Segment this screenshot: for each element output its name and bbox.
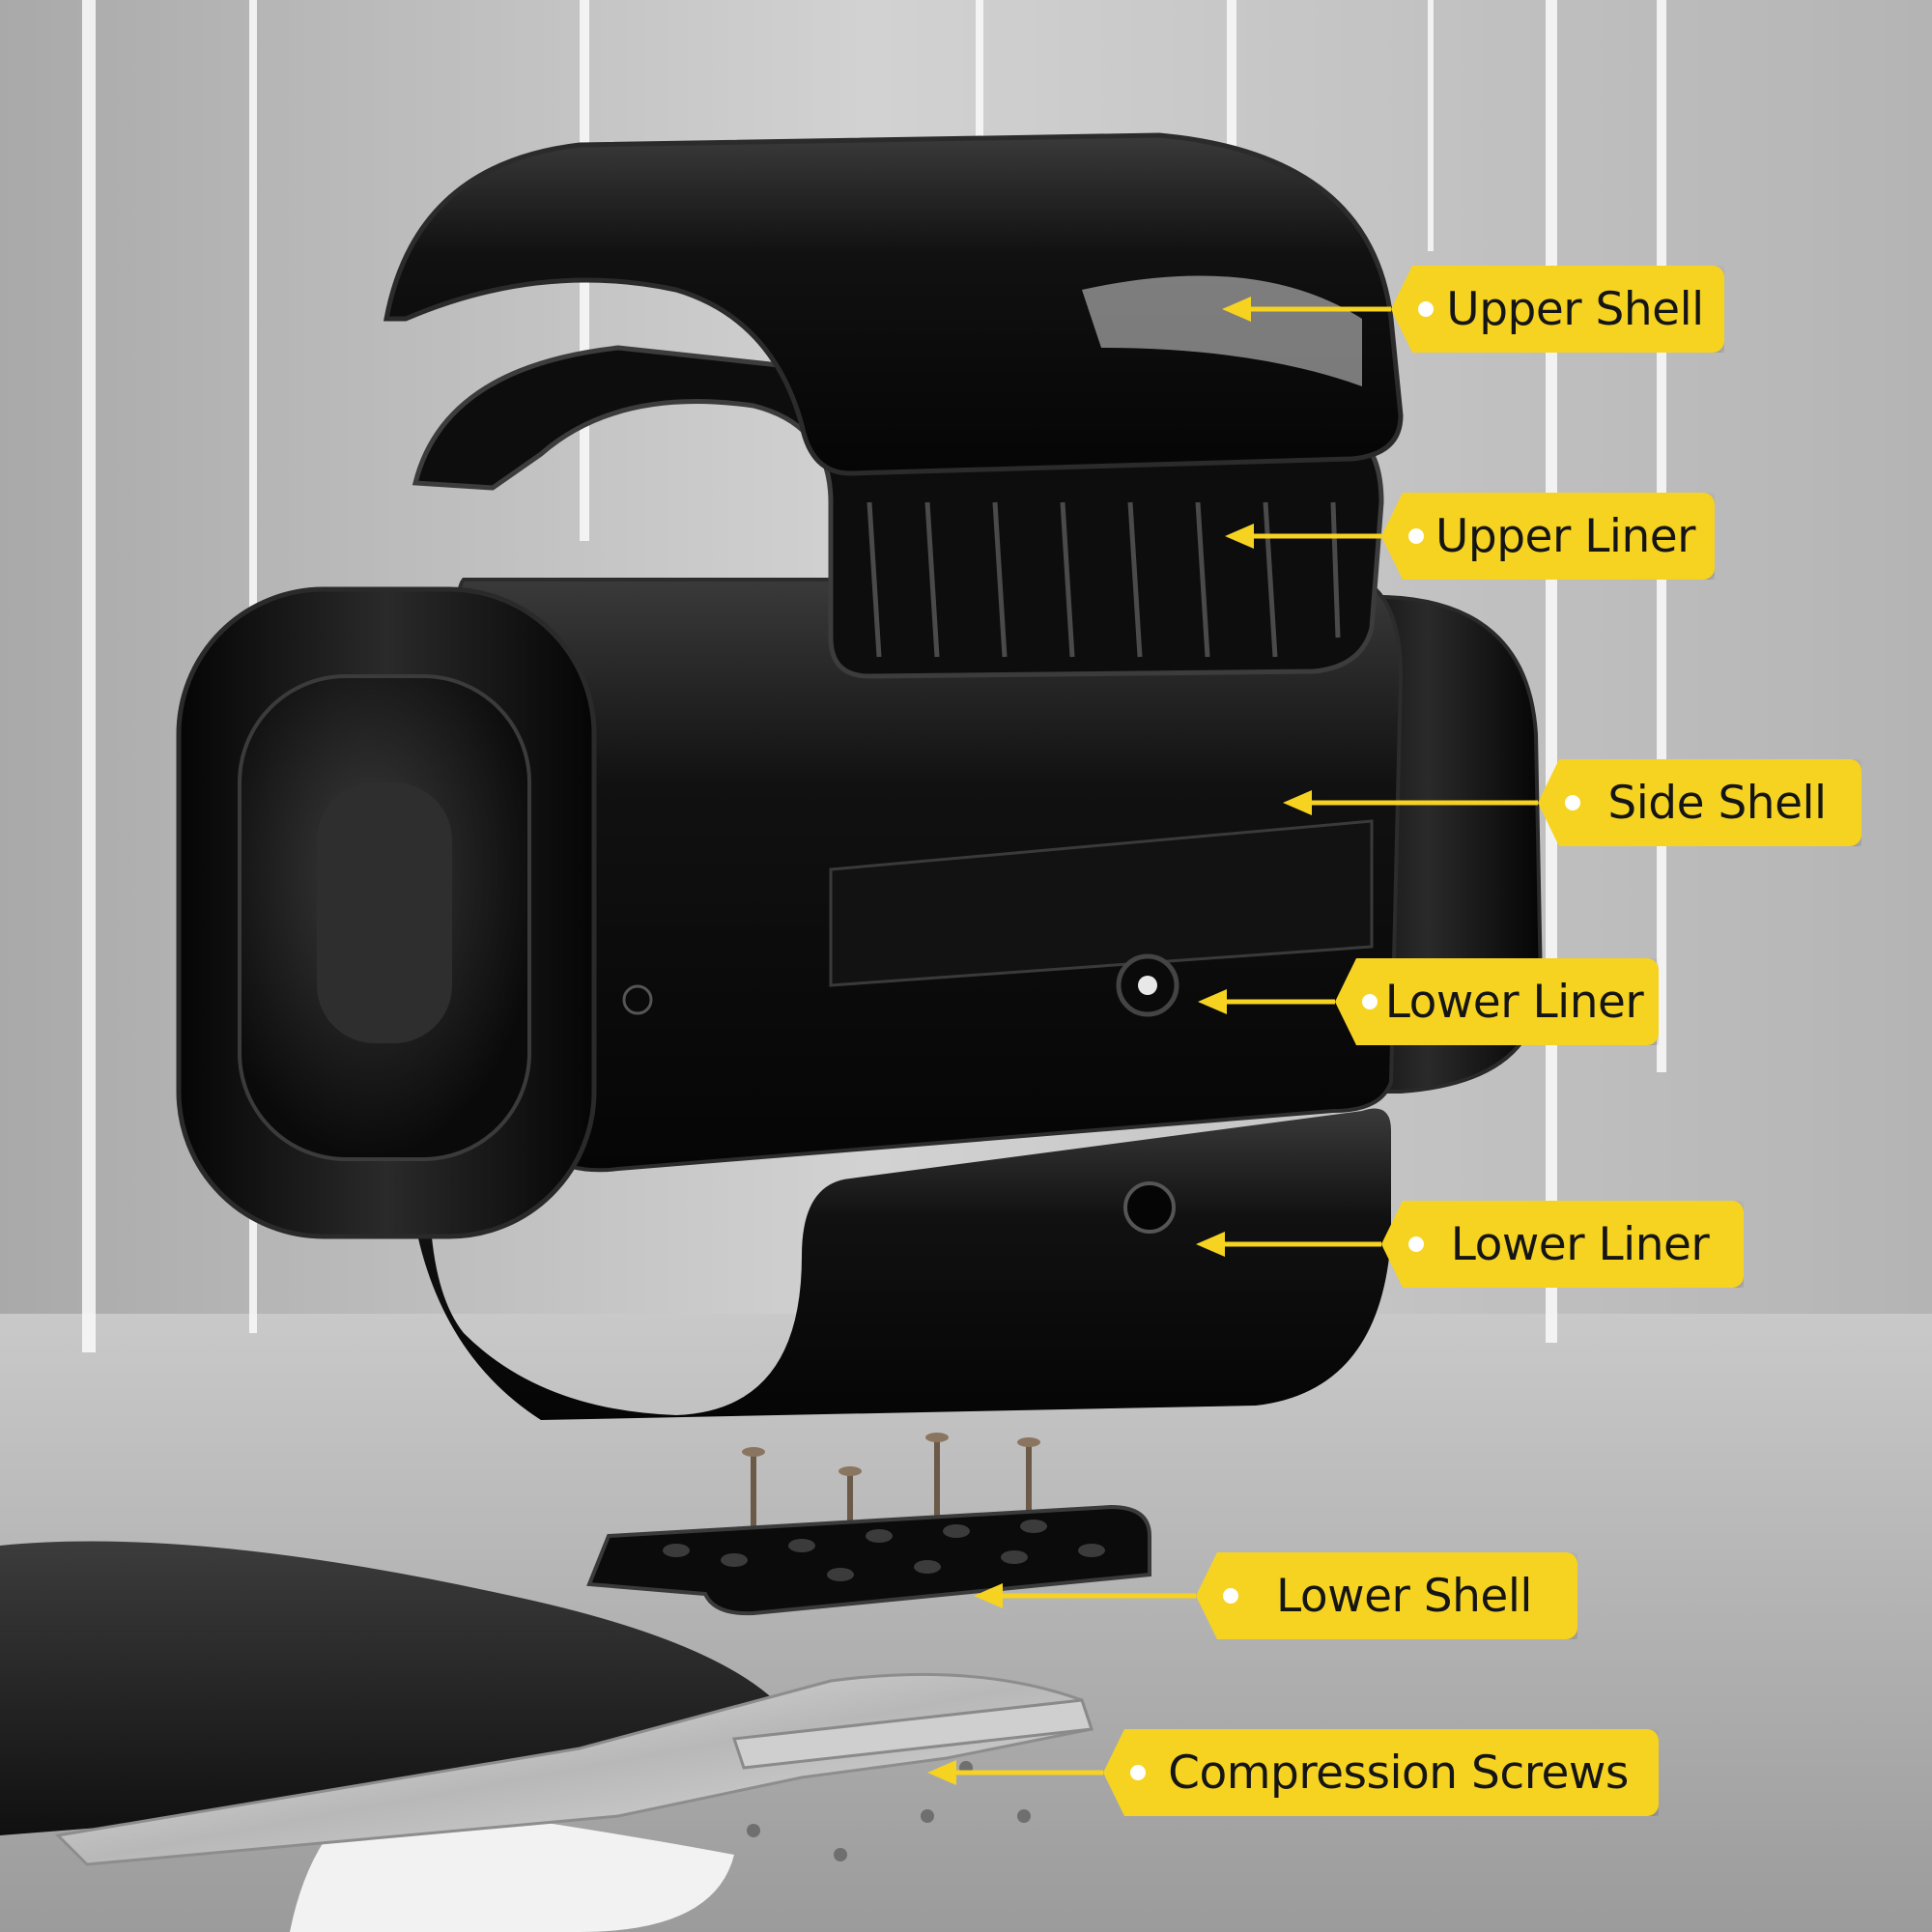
callout-compression-screws: Compression Screws	[1103, 1729, 1659, 1816]
callout-label: Lower Liner	[1450, 1217, 1710, 1271]
callout-side-shell: Side Shell	[1538, 759, 1861, 846]
callout-dot	[1418, 301, 1434, 317]
callout-lower-liner-1: Lower Liner	[1335, 958, 1659, 1045]
leader-arrowhead	[927, 1760, 956, 1785]
leader-arrowhead	[1196, 1232, 1225, 1257]
upper-liner-ribs	[867, 501, 1341, 658]
callout-dot	[1408, 1236, 1424, 1252]
compression-screw-bolts	[747, 1761, 1031, 1861]
callout-dot	[1408, 528, 1424, 544]
callout-label: Compression Screws	[1168, 1746, 1629, 1800]
callout-label: Upper Liner	[1435, 509, 1696, 563]
screw-heads	[742, 1433, 1040, 1476]
side-shell-rim	[829, 819, 1374, 987]
side-cap-center	[317, 782, 452, 1043]
callout-lower-shell: Lower Shell	[1196, 1552, 1577, 1639]
callout-upper-shell: Upper Shell	[1391, 266, 1724, 353]
upper-shell	[383, 132, 1404, 476]
callout-dot	[1130, 1765, 1146, 1780]
callout-upper-liner: Upper Liner	[1381, 493, 1715, 580]
lower-shell-plate	[586, 1504, 1151, 1616]
callout-lower-liner-2: Lower Liner	[1381, 1201, 1744, 1288]
leader-arrowhead	[1225, 524, 1254, 549]
luggage-rack	[54, 1672, 1094, 1866]
leader-arrowhead	[974, 1583, 1003, 1608]
callout-label: Upper Shell	[1446, 282, 1704, 336]
callout-label: Lower Shell	[1276, 1569, 1532, 1623]
callout-dot	[1362, 994, 1378, 1009]
leader-arrowhead	[1283, 790, 1312, 815]
callout-leader-lines	[927, 297, 1538, 1785]
callout-dot	[1565, 795, 1580, 810]
leader-arrowhead	[1198, 989, 1227, 1014]
upper-shell-highlight	[1082, 275, 1362, 386]
callout-label: Lower Liner	[1384, 975, 1644, 1029]
lower-liner-lock-hole	[1123, 1181, 1176, 1234]
lock-key	[1138, 976, 1157, 995]
rack-rail	[731, 1698, 1094, 1770]
side-cap-tab	[622, 984, 653, 1015]
lower-shell-holes	[663, 1520, 1105, 1581]
callout-dot	[1223, 1588, 1238, 1604]
leader-arrowhead	[1222, 297, 1251, 322]
callout-label: Side Shell	[1607, 776, 1827, 830]
